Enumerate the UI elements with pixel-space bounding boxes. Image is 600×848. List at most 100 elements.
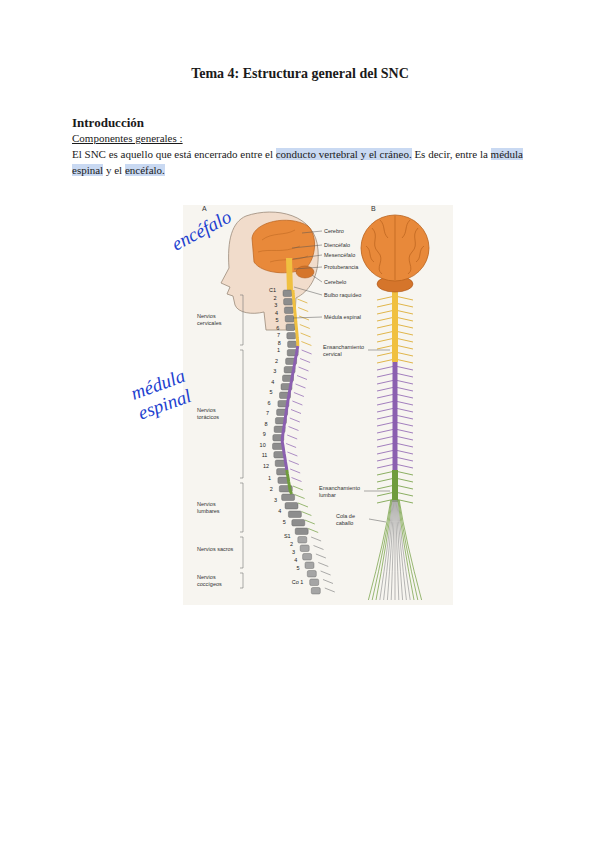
spinal-nerve	[377, 408, 395, 412]
spinal-nerve	[395, 457, 413, 461]
spinal-nerve	[301, 342, 311, 346]
cauda-nerve	[395, 500, 396, 600]
spinal-nerve	[308, 529, 318, 533]
vertebra	[305, 562, 314, 569]
part-label: Bulbo raquídeo	[323, 292, 362, 299]
vertebra-number: 4	[278, 508, 281, 514]
spinal-nerve	[377, 387, 395, 391]
spinal-nerve	[295, 495, 305, 499]
spinal-nerve	[395, 464, 413, 468]
part-label: Cola de caballo	[335, 513, 369, 526]
spinal-nerve	[290, 418, 300, 422]
spinal-nerve	[305, 520, 315, 524]
vertebra-number: 5	[269, 389, 272, 395]
part-label: Ensanchamiento lumbar	[318, 485, 364, 498]
vertebra-number: 2	[290, 541, 293, 547]
nerve-brackets	[240, 295, 243, 588]
vertebra-number: 5	[283, 519, 286, 525]
vertebra-number: 1	[268, 475, 271, 481]
leader-lines	[292, 231, 390, 522]
cauda-nerve	[397, 500, 410, 600]
spinal-nerve	[314, 546, 324, 550]
spinal-nerve	[301, 333, 311, 337]
cauda-nerve	[391, 500, 394, 600]
spinal-nerve	[301, 512, 311, 516]
vertebra-number: 10	[260, 442, 266, 448]
spinal-nerve	[311, 537, 321, 541]
vertebra	[295, 528, 308, 535]
spinal-nerve	[323, 580, 333, 584]
spinal-nerve	[300, 325, 310, 329]
spinal-nerve	[377, 443, 395, 447]
nerve-group-label: Nervios sacros	[196, 546, 240, 553]
vertebra-number: 7	[277, 332, 280, 338]
vertebra-number: 6	[276, 325, 279, 331]
vertebral-column	[273, 290, 335, 594]
spinal-nerve	[291, 410, 301, 414]
spinal-nerve	[377, 415, 395, 419]
spinal-nerve	[316, 554, 326, 558]
cord-thoracic	[393, 362, 398, 470]
cord-lumbar	[392, 470, 398, 502]
paragraph: El SNC es aquello que está encerrado ent…	[72, 146, 530, 178]
vertebra	[285, 316, 294, 323]
spinal-nerve	[395, 422, 413, 426]
spinal-nerve	[395, 394, 413, 398]
spinal-nerve	[395, 415, 413, 419]
spinal-nerve	[296, 384, 306, 388]
vertebra-number: 3	[274, 497, 277, 503]
vertebra	[284, 307, 293, 314]
vertebra	[283, 290, 292, 297]
vertebra-number: 4	[294, 557, 297, 563]
vertebra	[303, 554, 312, 561]
highlighted-text: encéfalo.	[125, 164, 165, 176]
nerve-group-label: Nervios cervicales	[196, 313, 240, 326]
spinal-nerve	[377, 429, 395, 433]
part-label: Protuberancia	[323, 264, 359, 271]
part-label: Mesencéfalo	[323, 252, 356, 259]
part-label: Cerebro	[323, 228, 345, 235]
nerve-group-label: Nervios lumbares	[196, 501, 240, 514]
vertebra	[311, 588, 320, 595]
vertebra	[286, 324, 295, 331]
cauda-equina	[368, 500, 421, 600]
subheading: Componentes generales :	[72, 132, 183, 144]
spinal-nerve	[395, 380, 413, 384]
spinal-nerve	[395, 443, 413, 447]
body-text: El SNC es aquello que está encerrado ent…	[72, 148, 273, 160]
vertebra-number: 11	[262, 452, 268, 458]
vertebra-number: 1	[277, 347, 280, 353]
cord-cervical	[392, 290, 398, 362]
spinal-nerve	[395, 366, 413, 370]
vertebra-number: 8	[278, 340, 281, 346]
cauda-nerve	[399, 500, 421, 600]
vertebra	[288, 341, 297, 348]
page-title: Tema 4: Estructura general del SNC	[0, 66, 600, 82]
spinal-nerve	[395, 429, 413, 433]
spinal-nerve	[297, 376, 307, 380]
figure-ground	[183, 205, 453, 605]
vertebra	[307, 571, 316, 578]
spinal-nerve	[293, 486, 303, 490]
spinal-nerve	[377, 422, 395, 426]
section-heading: Introducción	[72, 115, 144, 131]
vertebra-number: 2	[275, 358, 278, 364]
vertebra-number: Co 1	[292, 579, 304, 585]
vertebra-number: 2	[274, 295, 277, 301]
vertebra	[288, 511, 301, 518]
spinal-nerve	[298, 503, 308, 507]
spinal-nerve	[321, 571, 331, 575]
spinal-nerve	[294, 393, 304, 397]
body-text: Es decir, entre la	[414, 148, 487, 160]
vertebra-number: 7	[266, 410, 269, 416]
spinal-nerve	[298, 308, 308, 312]
vertebra	[282, 494, 295, 501]
spinal-nerve	[395, 436, 413, 440]
spinal-nerve	[297, 299, 307, 303]
spinal-nerve	[377, 436, 395, 440]
vertebra-number: 3	[292, 549, 295, 555]
vertebra-number: S1	[284, 533, 291, 539]
spinal-cord	[282, 346, 298, 470]
vertebra-number: 5	[276, 317, 279, 323]
vertebra	[310, 579, 319, 586]
